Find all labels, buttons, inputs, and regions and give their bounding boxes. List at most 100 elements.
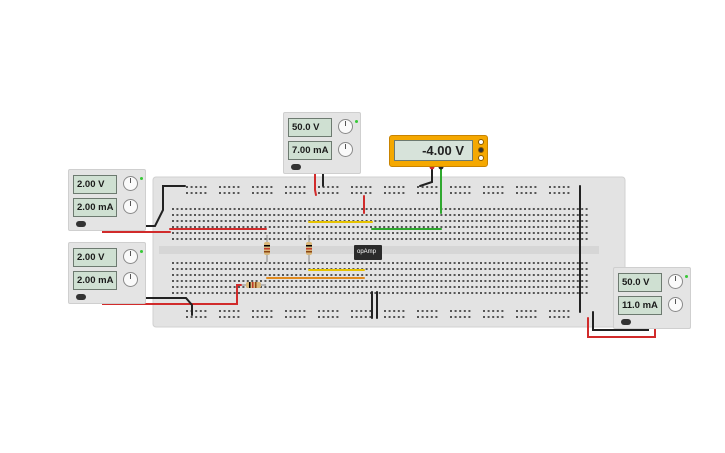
breadboard-hole[interactable] xyxy=(480,274,482,276)
breadboard-hole[interactable] xyxy=(525,186,528,188)
breadboard-hole[interactable] xyxy=(172,280,174,282)
breadboard-hole[interactable] xyxy=(409,292,412,294)
breadboard-hole[interactable] xyxy=(356,262,359,264)
breadboard-hole[interactable] xyxy=(537,226,540,228)
breadboard-hole[interactable] xyxy=(195,186,198,188)
breadboard-hole[interactable] xyxy=(176,268,179,270)
breadboard-hole[interactable] xyxy=(541,226,544,228)
breadboard-hole[interactable] xyxy=(558,310,561,312)
breadboard-hole[interactable] xyxy=(466,286,469,288)
breadboard-hole[interactable] xyxy=(414,292,416,294)
breadboard-hole[interactable] xyxy=(365,238,368,240)
breadboard-hole[interactable] xyxy=(431,208,434,210)
breadboard-hole[interactable] xyxy=(475,238,478,240)
breadboard-hole[interactable] xyxy=(246,280,249,282)
breadboard-hole[interactable] xyxy=(273,226,276,228)
breadboard-hole[interactable] xyxy=(480,226,482,228)
breadboard-hole[interactable] xyxy=(260,226,262,228)
breadboard-hole[interactable] xyxy=(321,214,324,216)
breadboard-hole[interactable] xyxy=(440,232,443,234)
breadboard-hole[interactable] xyxy=(383,220,386,222)
breadboard-hole[interactable] xyxy=(339,208,342,210)
breadboard-hole[interactable] xyxy=(532,214,535,216)
breadboard-hole[interactable] xyxy=(264,280,267,282)
breadboard-hole[interactable] xyxy=(414,208,416,210)
breadboard-hole[interactable] xyxy=(194,208,196,210)
breadboard-hole[interactable] xyxy=(549,186,551,188)
breadboard-hole[interactable] xyxy=(220,220,223,222)
breadboard-hole[interactable] xyxy=(268,274,271,276)
breadboard-hole[interactable] xyxy=(299,214,302,216)
breadboard-hole[interactable] xyxy=(393,310,396,312)
breadboard-hole[interactable] xyxy=(528,262,531,264)
breadboard-hole[interactable] xyxy=(572,232,575,234)
breadboard-hole[interactable] xyxy=(172,292,174,294)
breadboard-hole[interactable] xyxy=(402,310,405,312)
breadboard-hole[interactable] xyxy=(189,280,192,282)
breadboard-hole[interactable] xyxy=(246,292,249,294)
breadboard-hole[interactable] xyxy=(355,186,358,188)
breadboard-hole[interactable] xyxy=(304,214,306,216)
breadboard-hole[interactable] xyxy=(268,208,271,210)
breadboard-hole[interactable] xyxy=(277,268,280,270)
breadboard-hole[interactable] xyxy=(273,232,276,234)
breadboard-hole[interactable] xyxy=(190,316,193,318)
breadboard-hole[interactable] xyxy=(453,280,456,282)
breadboard-hole[interactable] xyxy=(396,238,399,240)
breadboard-hole[interactable] xyxy=(308,292,311,294)
breadboard-hole[interactable] xyxy=(256,186,259,188)
breadboard-hole[interactable] xyxy=(348,292,350,294)
breadboard-hole[interactable] xyxy=(418,232,421,234)
breadboard-hole[interactable] xyxy=(568,226,570,228)
breadboard-hole[interactable] xyxy=(233,232,236,234)
breadboard-hole[interactable] xyxy=(497,226,500,228)
breadboard-hole[interactable] xyxy=(453,238,456,240)
breadboard-hole[interactable] xyxy=(317,292,320,294)
breadboard-hole[interactable] xyxy=(286,214,289,216)
breadboard-hole[interactable] xyxy=(550,274,553,276)
breadboard-hole[interactable] xyxy=(462,274,465,276)
breadboard-hole[interactable] xyxy=(449,214,452,216)
breadboard-hole[interactable] xyxy=(524,208,526,210)
breadboard-hole[interactable] xyxy=(529,316,532,318)
breadboard-hole[interactable] xyxy=(454,186,457,188)
breadboard-hole[interactable] xyxy=(352,274,355,276)
breadboard-hole[interactable] xyxy=(198,220,201,222)
breadboard-hole[interactable] xyxy=(229,286,232,288)
breadboard-hole[interactable] xyxy=(370,274,372,276)
breadboard-hole[interactable] xyxy=(273,292,276,294)
breadboard-hole[interactable] xyxy=(444,280,447,282)
breadboard-hole[interactable] xyxy=(496,192,499,194)
breadboard-hole[interactable] xyxy=(369,192,372,194)
breadboard-hole[interactable] xyxy=(299,226,302,228)
breadboard-hole[interactable] xyxy=(317,226,320,228)
breadboard-hole[interactable] xyxy=(299,262,302,264)
breadboard-hole[interactable] xyxy=(520,316,523,318)
breadboard-hole[interactable] xyxy=(317,238,320,240)
breadboard-hole[interactable] xyxy=(562,316,565,318)
breadboard-hole[interactable] xyxy=(290,262,293,264)
breadboard-hole[interactable] xyxy=(493,292,496,294)
breadboard-hole[interactable] xyxy=(431,274,434,276)
breadboard-hole[interactable] xyxy=(304,286,306,288)
breadboard-hole[interactable] xyxy=(563,262,566,264)
breadboard-hole[interactable] xyxy=(317,208,320,210)
breadboard-hole[interactable] xyxy=(251,220,254,222)
breadboard-hole[interactable] xyxy=(304,280,306,282)
breadboard-hole[interactable] xyxy=(466,238,469,240)
breadboard-hole[interactable] xyxy=(334,274,337,276)
breadboard-hole[interactable] xyxy=(454,310,457,312)
breadboard-hole[interactable] xyxy=(532,274,535,276)
breadboard-hole[interactable] xyxy=(417,186,419,188)
breadboard-hole[interactable] xyxy=(585,208,588,210)
breadboard-hole[interactable] xyxy=(321,226,324,228)
breadboard-hole[interactable] xyxy=(194,274,196,276)
breadboard-hole[interactable] xyxy=(567,192,570,194)
breadboard-hole[interactable] xyxy=(392,280,394,282)
breadboard-hole[interactable] xyxy=(546,280,548,282)
breadboard-hole[interactable] xyxy=(369,310,372,312)
breadboard-hole[interactable] xyxy=(436,280,438,282)
breadboard-hole[interactable] xyxy=(365,208,368,210)
breadboard-hole[interactable] xyxy=(202,286,205,288)
breadboard-hole[interactable] xyxy=(343,274,346,276)
